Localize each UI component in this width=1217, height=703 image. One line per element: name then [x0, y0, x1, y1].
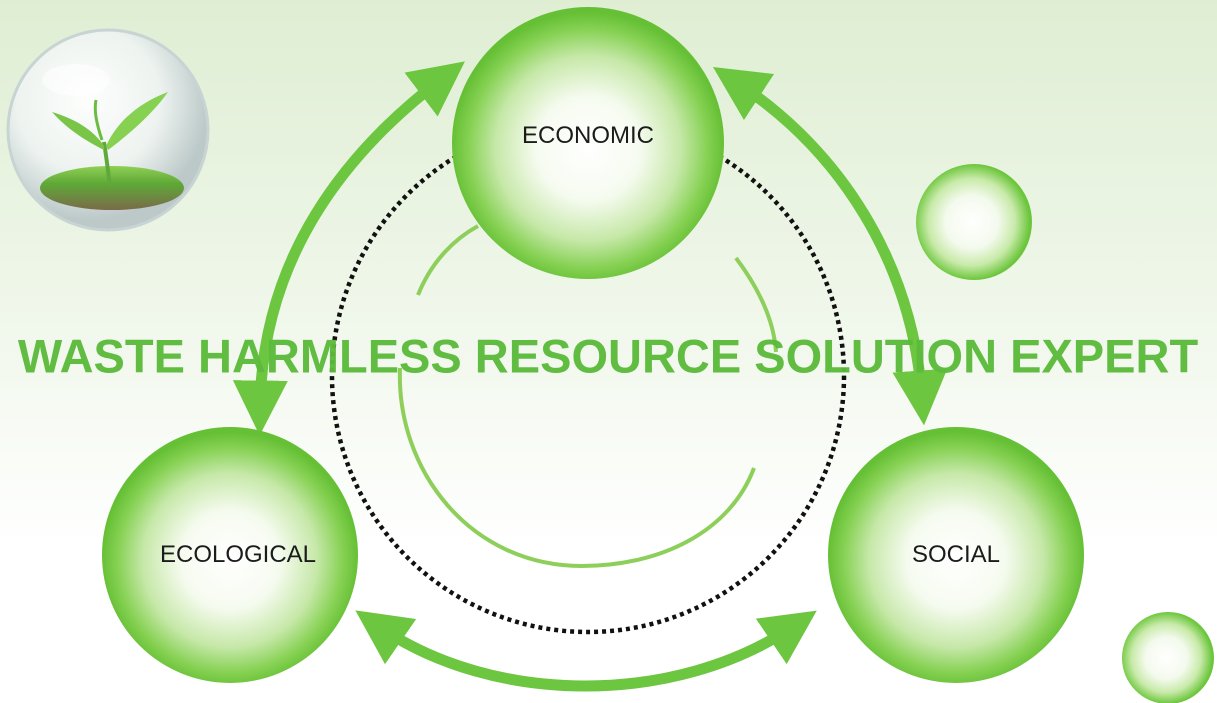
- ecological-node: [102, 427, 358, 683]
- social-node: [828, 427, 1084, 683]
- ecological-label: ECOLOGICAL: [159, 541, 317, 568]
- headline: WASTE HARMLESS RESOURCE SOLUTION EXPERT: [17, 329, 1199, 383]
- decorative-bubble: [1122, 612, 1214, 703]
- economic-node: [452, 7, 724, 279]
- plant-sphere-icon: [6, 28, 210, 232]
- social-label: SOCIAL: [911, 541, 1001, 568]
- inner-arc-bottom: [397, 367, 756, 569]
- inner-arc-left: [416, 224, 479, 296]
- arrow-economic-social: [712, 66, 948, 426]
- arrow-economic-ecological: [232, 61, 465, 436]
- decorative-bubble: [916, 164, 1032, 280]
- economic-label: ECONOMIC: [522, 122, 654, 149]
- arrow-ecological-social: [355, 610, 817, 692]
